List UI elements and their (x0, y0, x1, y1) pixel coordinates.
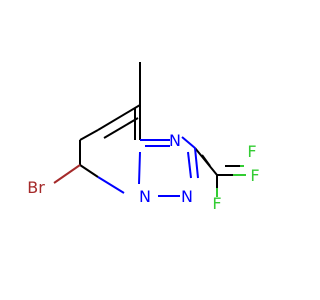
fluorine-bonds (216, 165, 246, 197)
atom-nitrogen-2: N (181, 187, 193, 206)
carbon-bonds (79, 62, 218, 178)
bond-c2-n3 (194, 147, 199, 179)
bond-n1-c2 (181, 136, 196, 149)
atom-nitrogen-1: N (169, 131, 181, 150)
bond-c7-c8 (97, 104, 141, 131)
bond-n4-c8a (138, 151, 141, 185)
bond-c2-n3-stub (201, 154, 211, 167)
bond-c2-n3-double (187, 151, 192, 179)
bond-c5-n4 (97, 176, 125, 194)
nitrogen-bonds (97, 136, 199, 197)
atom-fluorine-2: F (250, 166, 259, 185)
bond-c5-ring-upper (79, 164, 99, 178)
atom-nitrogen-3: N (139, 187, 151, 206)
molecule-diagram: Br N N N F F F (27, 62, 260, 213)
bond-c6-br (53, 164, 81, 184)
bond-c7-c8-double (103, 117, 139, 139)
atom-fluorine-3: F (212, 194, 221, 213)
bond-c6-c7 (79, 129, 99, 141)
atom-bromine: Br (27, 178, 45, 197)
atom-fluorine-1: F (247, 142, 256, 161)
bromine-bond (53, 164, 81, 184)
